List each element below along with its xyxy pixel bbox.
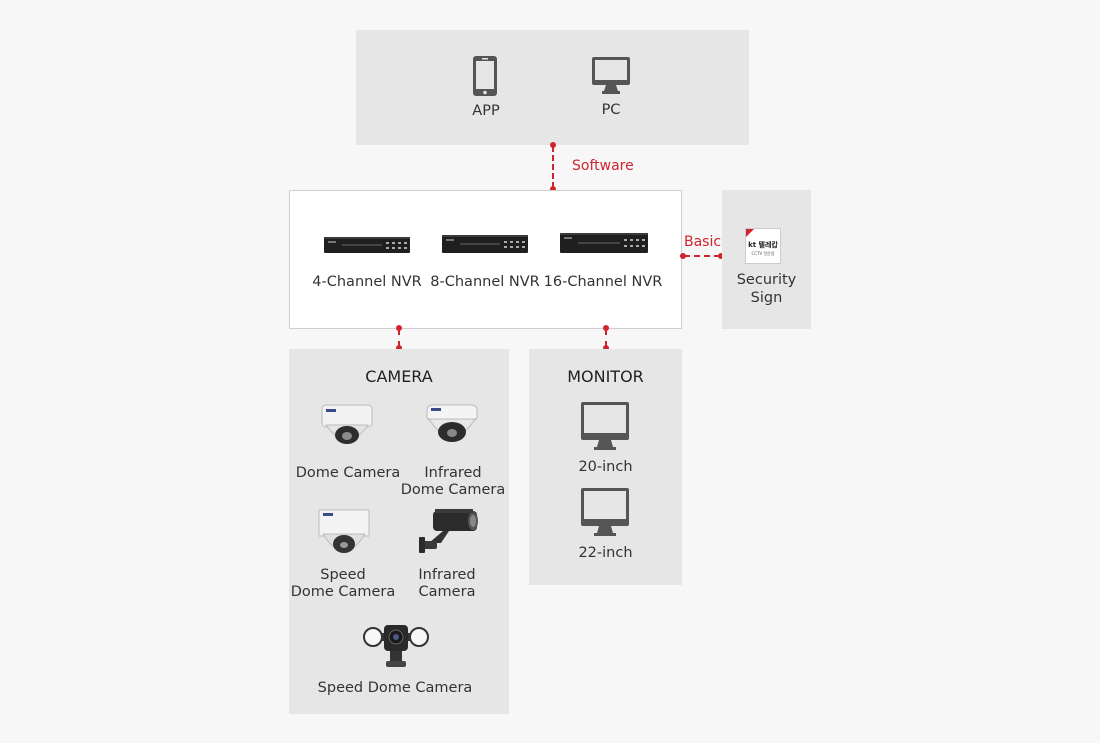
- connector-dot: [718, 253, 724, 259]
- kt-logo-subtext: CCTV 전문점: [751, 251, 775, 256]
- connector-dot: [396, 325, 402, 331]
- security-panel: kt 텔레캅 CCTV 전문점 Security Sign: [722, 190, 811, 329]
- camera-label-line1: Speed Dome Camera: [317, 680, 473, 696]
- connector-dot: [603, 345, 609, 351]
- camera-label-line2: Camera: [418, 584, 476, 600]
- monitor-icon: [581, 488, 629, 536]
- connector-dot: [550, 142, 556, 148]
- software-label: Software: [572, 158, 634, 174]
- security-label-line2: Sign: [750, 290, 783, 306]
- connector-dot: [396, 345, 402, 351]
- speed-dome-camera-icon: [318, 509, 370, 553]
- camera-panel: CAMERA Dome Camera Infrared Dome Camera …: [289, 349, 509, 714]
- camera-label-line1: Infrared: [424, 465, 482, 481]
- software-connector: [552, 146, 554, 188]
- dome-camera-icon: [321, 404, 373, 444]
- monitor-label: 20-inch: [578, 459, 633, 475]
- nvr-device-icon: [324, 237, 410, 253]
- kt-logo: kt 텔레캅 CCTV 전문점: [745, 228, 781, 264]
- camera-title: CAMERA: [365, 367, 433, 386]
- nvr-label: 4-Channel NVR: [312, 274, 422, 290]
- connector-dot: [680, 253, 686, 259]
- monitor-label: 22-inch: [578, 545, 633, 561]
- camera-connector: [398, 329, 400, 347]
- nvr-panel: 4-Channel NVR 8-Channel NVR 16-Channel N…: [289, 190, 682, 329]
- basic-connector: [684, 255, 720, 257]
- camera-label-line1: Infrared: [418, 567, 476, 583]
- infrared-dome-camera-icon: [426, 404, 478, 442]
- pc-label: PC: [601, 102, 621, 118]
- app-label: APP: [472, 103, 500, 119]
- monitor-icon: [581, 402, 629, 450]
- nvr-label: 16-Channel NVR: [543, 274, 663, 290]
- camera-label-line2: Dome Camera: [290, 584, 396, 600]
- basic-label: Basic: [684, 234, 722, 250]
- kt-logo-text: kt 텔레캅: [748, 241, 778, 249]
- camera-label-line2: Dome Camera: [400, 482, 506, 498]
- security-label-line1: Security: [736, 272, 797, 288]
- camera-label-line1: Dome Camera: [295, 465, 401, 481]
- connector-dot: [603, 325, 609, 331]
- monitor-icon: [592, 57, 630, 94]
- connector-dot: [550, 186, 556, 192]
- nvr-device-icon: [560, 233, 648, 253]
- ptz-speed-dome-camera-icon: [363, 625, 429, 667]
- monitor-connector: [605, 329, 607, 347]
- monitor-panel: MONITOR 20-inch 22-inch: [529, 349, 682, 585]
- nvr-device-icon: [442, 235, 528, 253]
- infrared-camera-icon: [419, 509, 478, 553]
- camera-label-line1: Speed: [320, 567, 366, 583]
- nvr-label: 8-Channel NVR: [430, 274, 540, 290]
- monitor-title: MONITOR: [567, 367, 644, 386]
- clients-panel: APP PC: [356, 30, 749, 145]
- smartphone-icon: [473, 56, 497, 96]
